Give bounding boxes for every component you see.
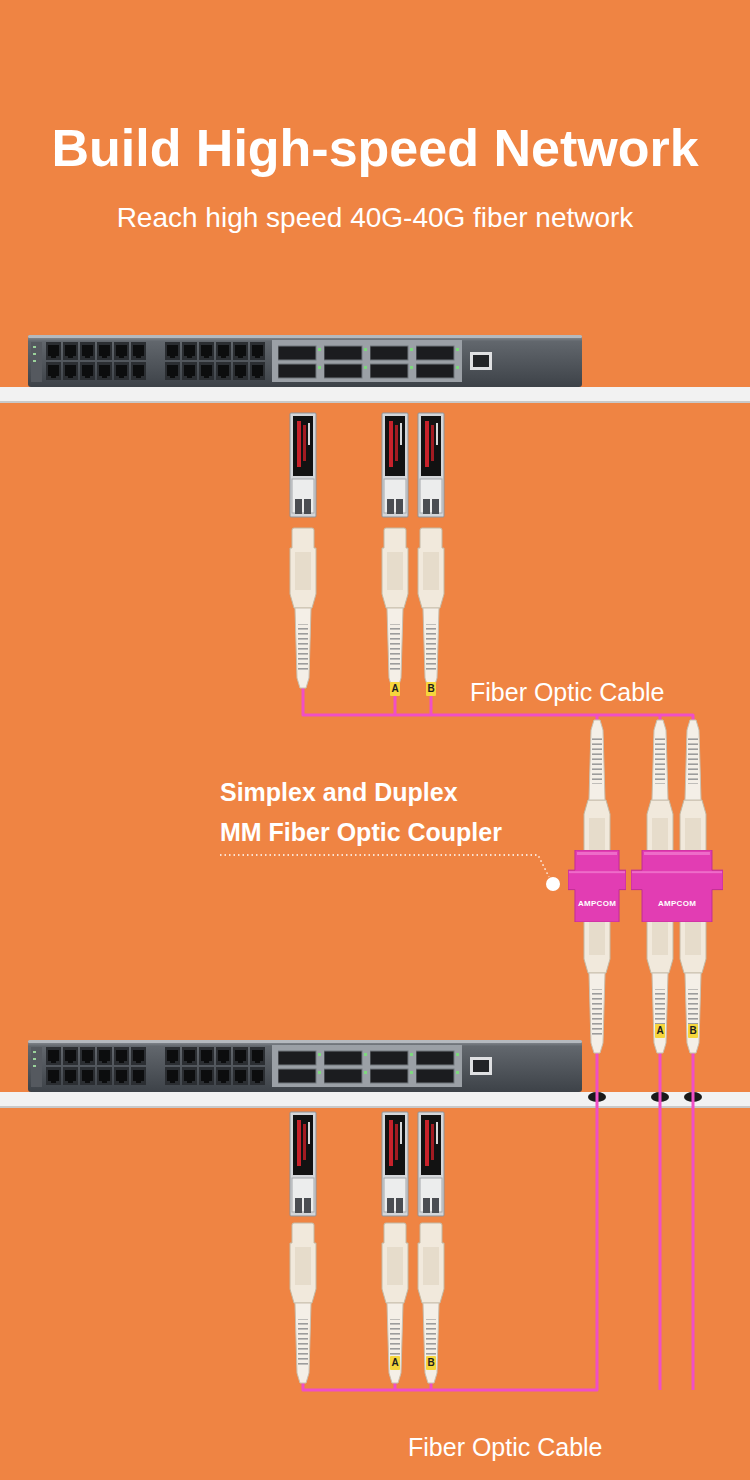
fiber-tag: A <box>655 1024 665 1038</box>
fiber-cable <box>303 1053 597 1390</box>
fiber-cable <box>692 1053 695 1390</box>
fiber-tag: B <box>426 1356 436 1370</box>
coupler-body <box>568 850 626 922</box>
sfp-module <box>418 413 444 517</box>
callout-label: Simplex and Duplex MM Fiber Optic Couple… <box>220 772 502 852</box>
sfp-module <box>382 1112 408 1216</box>
sc-patch-connector <box>290 528 316 688</box>
shelf-shadow <box>0 1106 750 1108</box>
fiber-tag: B <box>688 1024 698 1038</box>
fiber-tag: B <box>426 682 436 696</box>
sfp-module <box>290 413 316 517</box>
sc-patch-connector <box>382 528 408 688</box>
rack-shelf <box>0 387 750 402</box>
coupler-outline <box>631 850 723 922</box>
coupler-body <box>631 850 723 922</box>
brand-label: AMPCOM <box>658 899 696 909</box>
network-switch <box>28 335 582 387</box>
fiber-cable <box>659 1053 662 1390</box>
sc-patch-connector <box>418 528 444 688</box>
sfp-module <box>382 413 408 517</box>
fiber-tag: A <box>390 1356 400 1370</box>
sc-patch-connector <box>290 1223 316 1383</box>
coupler-highlight <box>632 871 722 873</box>
coupler-outline <box>568 850 626 922</box>
coupler-highlight <box>644 852 710 855</box>
fiber-tag: A <box>390 682 400 696</box>
coupler-highlight <box>569 871 625 873</box>
sc-patch-connector <box>418 1223 444 1383</box>
cable-label: Fiber Optic Cable <box>408 1432 603 1462</box>
cable-label: Fiber Optic Cable <box>470 677 665 707</box>
sc-patch-connector <box>382 1223 408 1383</box>
fiber-cable <box>430 1383 433 1390</box>
subtitle: Reach high speed 40G-40G fiber network <box>0 198 750 238</box>
network-switch <box>28 1040 582 1092</box>
brand-label: AMPCOM <box>578 899 616 909</box>
sfp-module <box>418 1112 444 1216</box>
rack-shelf <box>0 1092 750 1107</box>
fiber-cable <box>394 1383 397 1390</box>
fiber-coupler: AMPCOM <box>568 850 626 922</box>
shelf-shadow <box>0 401 750 403</box>
leader-line <box>220 855 549 877</box>
leader-dot <box>546 877 560 891</box>
coupler-highlight <box>577 852 617 855</box>
page-title: Build High-speed Network <box>0 118 750 178</box>
fiber-coupler: AMPCOM <box>631 850 723 922</box>
sfp-module <box>290 1112 316 1216</box>
